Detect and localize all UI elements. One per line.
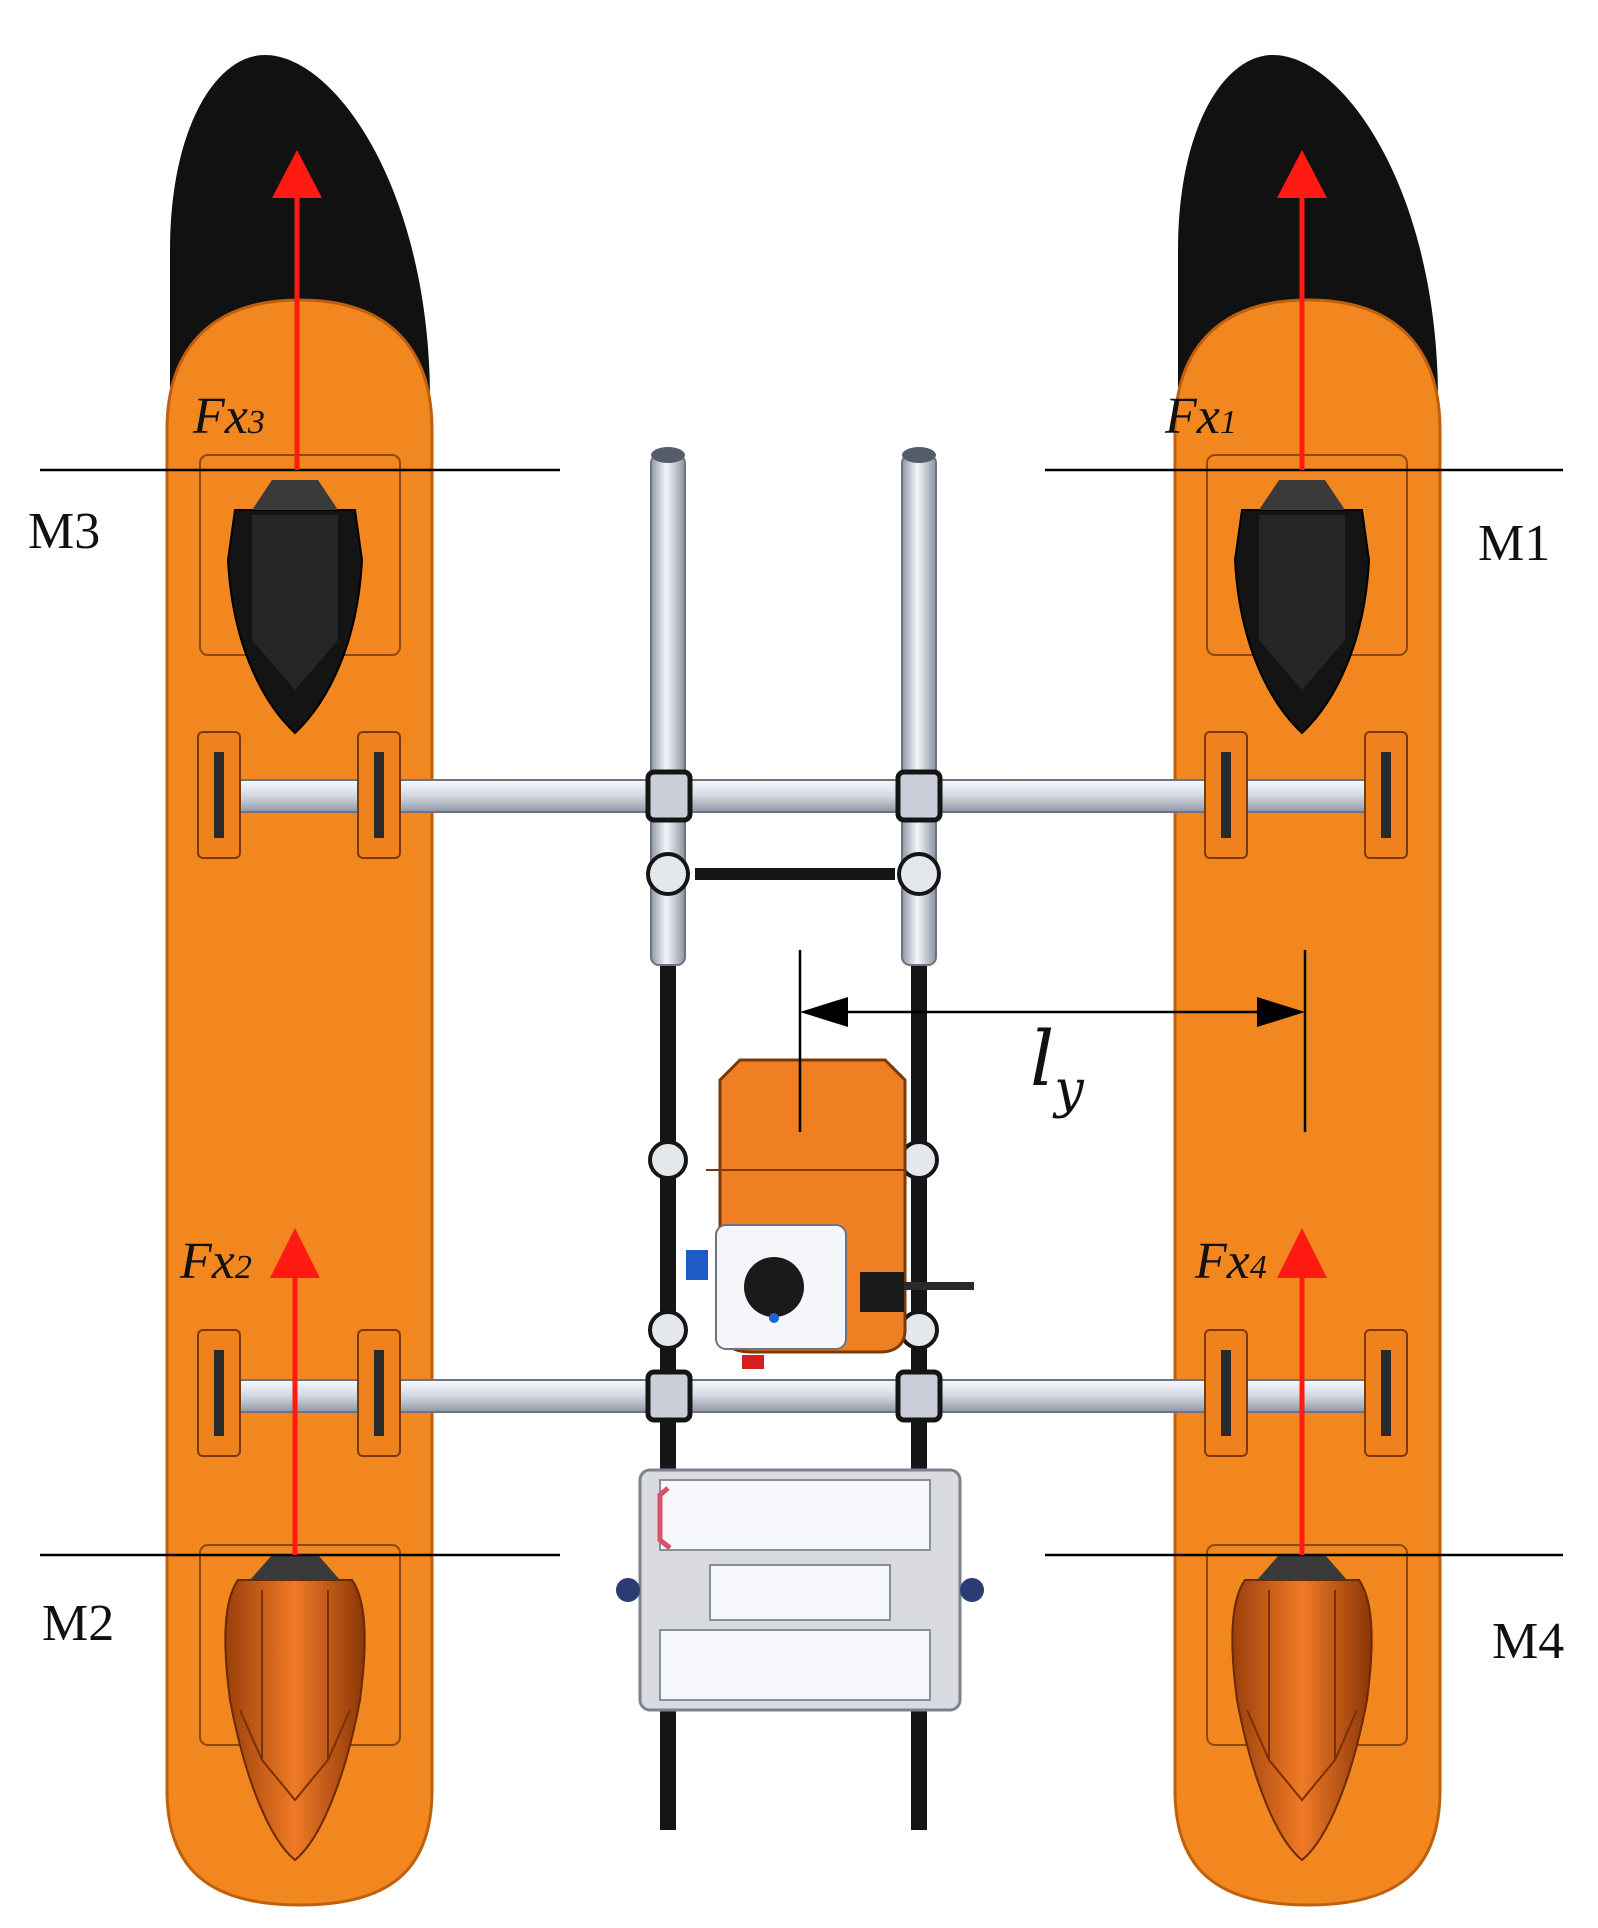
battery-cell-2	[709, 1564, 891, 1621]
dimension-label-ly: ly	[1030, 1014, 1084, 1120]
frame-joints	[645, 769, 943, 1423]
dimension-arrowhead-left	[800, 997, 848, 1027]
force-arrows	[292, 195, 1305, 1555]
motor-label-m4: M4	[1492, 1613, 1564, 1670]
motor-label-m1: M1	[1478, 515, 1550, 572]
small-crossbar	[695, 868, 895, 880]
hull-clamp-slots	[214, 752, 1391, 1436]
front-crossbar	[224, 779, 1381, 813]
battery-cell-3	[659, 1629, 931, 1701]
thruster-m3	[226, 480, 364, 735]
motor-label-m2: M2	[42, 1595, 114, 1652]
force-label-fx3: Fx3	[192, 388, 265, 445]
dimension-annotation	[798, 950, 1307, 1132]
connector-block	[860, 1272, 904, 1312]
force-label-fx1: Fx1	[1164, 388, 1237, 445]
thruster-m2	[224, 1555, 366, 1862]
left-hull	[165, 55, 434, 1907]
crossbars	[224, 779, 1381, 1413]
battery-cell-1	[659, 1479, 931, 1551]
sensor-dome	[744, 1257, 804, 1317]
force-label-fx2: Fx2	[179, 1233, 252, 1290]
force-label-fx4: Fx4	[1194, 1233, 1267, 1290]
right-hull	[1173, 55, 1442, 1907]
left-hull-body	[165, 298, 434, 1907]
dimension-arrowhead-right	[1257, 997, 1305, 1027]
battery-box	[616, 1468, 984, 1712]
thruster-m1	[1233, 480, 1371, 735]
force-arrowheads	[270, 150, 1327, 1278]
electronics-box	[686, 1058, 974, 1369]
thruster-m4	[1231, 1555, 1373, 1862]
motor-label-m3: M3	[28, 503, 100, 560]
right-hull-body	[1173, 298, 1442, 1907]
